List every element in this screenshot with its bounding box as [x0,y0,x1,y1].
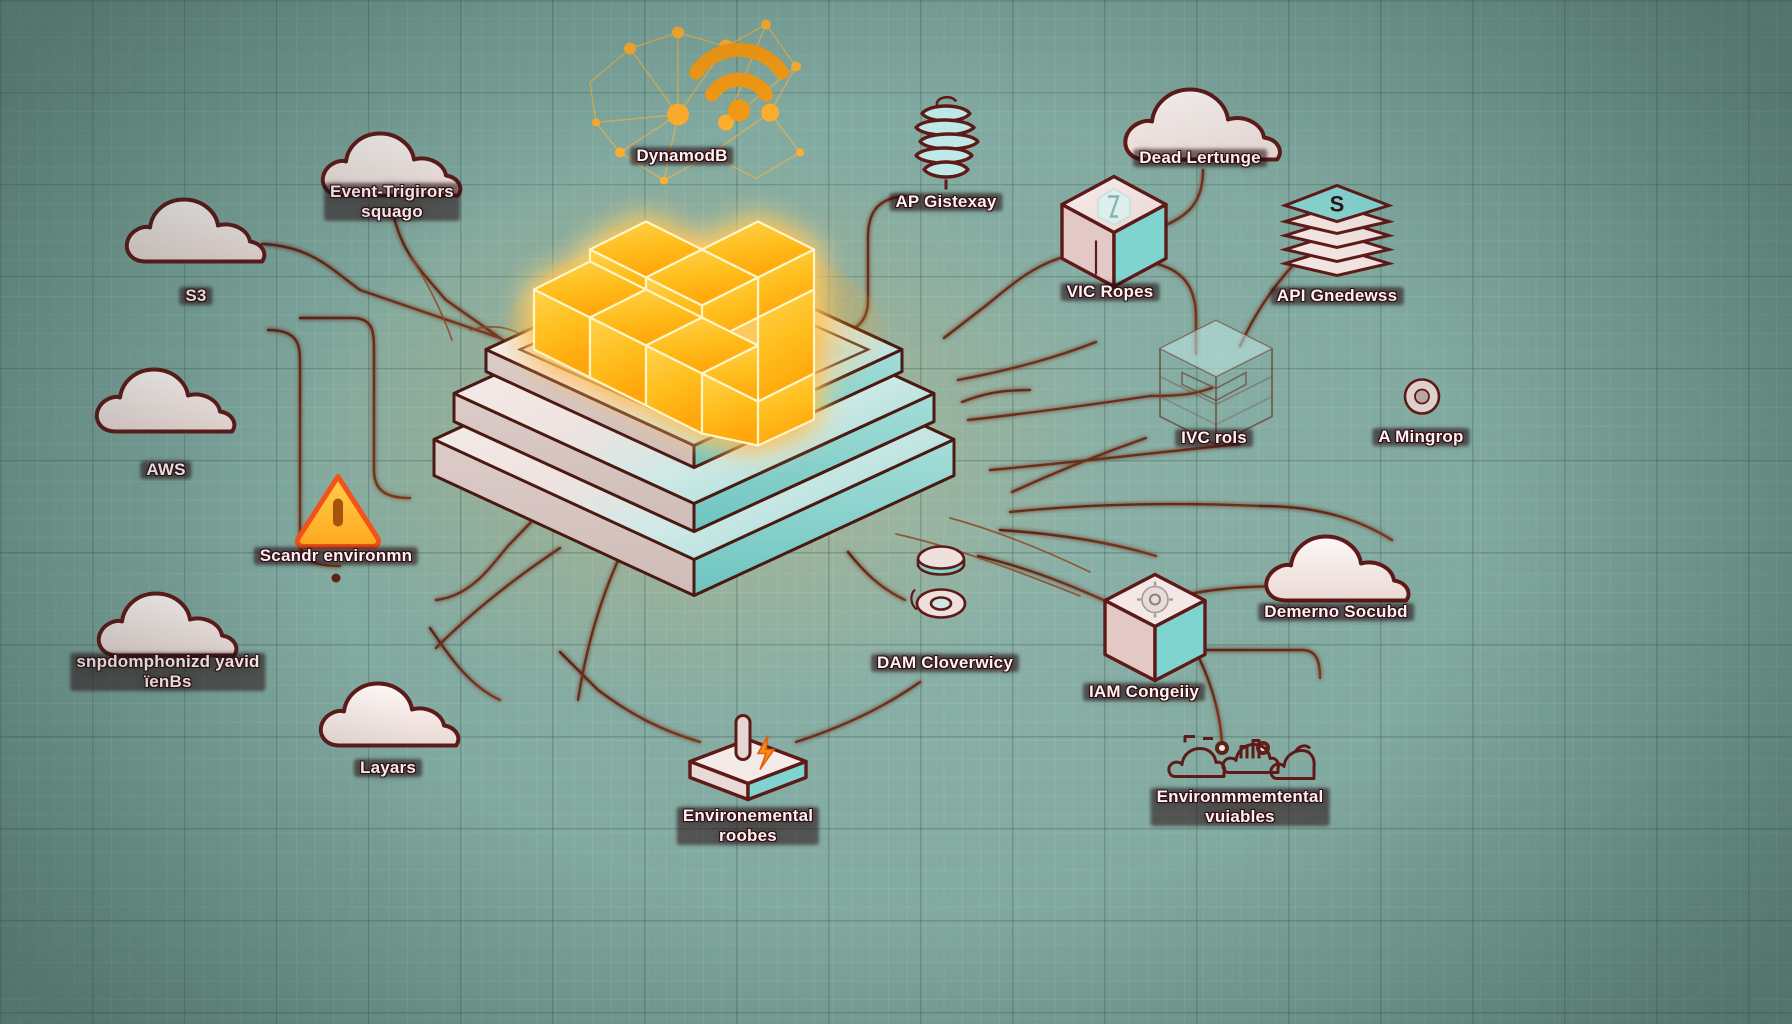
cloud-icon [124,197,267,264]
node-vpc-ropes[interactable] [1056,171,1172,298]
node-dynamodb[interactable] [560,3,820,258]
wireframe-cube-icon [1159,319,1273,446]
node-scandr-env[interactable] [292,469,384,556]
cloud-icon [94,367,237,434]
node-aws[interactable] [90,360,242,449]
cloud-icon [1123,87,1282,162]
svg-text:S: S [1330,192,1345,217]
node-iam-congeiiy[interactable] [1099,569,1211,692]
warning-triangle-icon [295,474,381,549]
lambda-core[interactable] [414,208,974,633]
node-dam-cloverwcy[interactable] [905,542,977,643]
cube-gear-icon [1103,572,1207,683]
eye-disc-icon [910,545,967,619]
node-env-variables[interactable] [1167,725,1317,800]
node-ivc-rols[interactable] [1152,315,1280,456]
brick-stack-icon [532,220,816,447]
cloud-icon [96,591,239,658]
layer-stack-s-icon: S [1279,183,1395,278]
node-dead-letter[interactable] [1118,80,1288,177]
switch-bolt-icon [688,714,808,802]
node-a-mngrop[interactable] [1400,375,1444,424]
node-event-triggers[interactable] [316,124,468,213]
node-env-robes[interactable] [684,714,812,811]
ring-icon [1403,378,1441,415]
node-api-gateway[interactable] [898,94,994,203]
cube-lambda-icon [1060,174,1168,289]
cloud-icon [318,681,461,748]
node-layers[interactable] [314,674,466,763]
node-api-gnedewss[interactable]: S [1277,180,1397,285]
cloud-icon [320,131,463,198]
cloud-icon [1264,534,1411,603]
node-sandboxed[interactable] [92,584,244,673]
node-demo-socubd[interactable] [1259,527,1415,618]
wifi-network-icon [589,19,804,185]
node-s3[interactable] [120,190,272,279]
spiral-stack-icon [914,95,980,190]
cloud-trio-icon [1167,735,1316,780]
